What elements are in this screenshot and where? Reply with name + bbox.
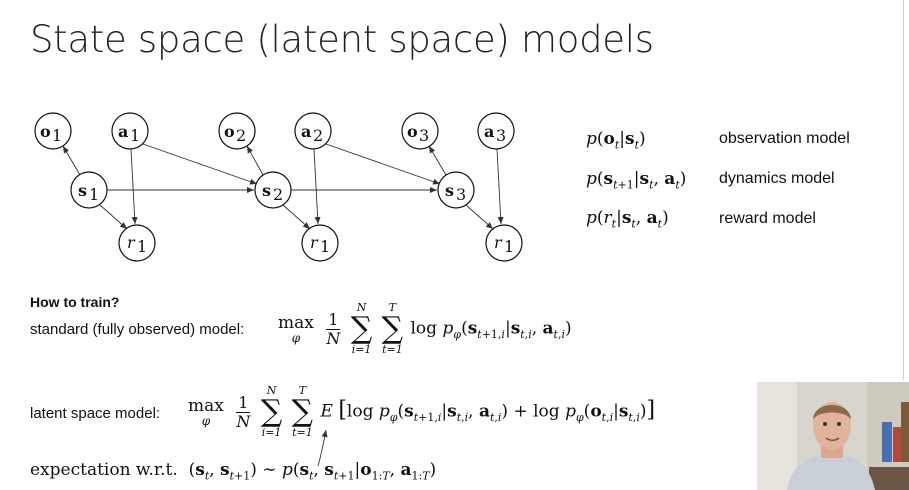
edge-a1-r1	[130, 148, 138, 225]
slide-title: State space (latent space) models	[30, 18, 654, 61]
node-o3: o 3	[401, 112, 439, 150]
node-a2: a 2	[294, 112, 332, 150]
svg-text:s: s	[78, 181, 87, 200]
node-s2: s 2	[254, 171, 292, 209]
node-r3: r 1	[485, 224, 523, 262]
svg-text:1: 1	[130, 126, 140, 145]
svg-text:1: 1	[52, 126, 62, 145]
edge-s2-o2	[246, 145, 264, 176]
svg-text:a: a	[301, 122, 311, 141]
edge-s1-o1	[62, 145, 81, 176]
node-s3: s 3	[437, 171, 475, 209]
dynamics-model-label: dynamics model	[719, 170, 835, 187]
webcam-video	[757, 382, 909, 490]
edge-a2-r2	[313, 148, 321, 225]
standard-model-label: standard (fully observed) model:	[30, 321, 245, 338]
edge-s3-r3	[465, 204, 494, 230]
edge-s2-r2	[282, 204, 311, 230]
reward-model-label: reward model	[719, 210, 816, 227]
expectation-arrow	[317, 429, 328, 467]
observation-model-label: observation model	[719, 130, 850, 147]
edge-a3-r3	[496, 148, 504, 225]
expectation-line: expectation w.r.t. (st, st+1) ∼ p(st, st…	[30, 460, 437, 483]
observation-model-formula: p(ot|st)	[586, 129, 646, 152]
svg-text:1: 1	[89, 185, 99, 204]
dynamics-model-formula: p(st+1|st, at)	[586, 169, 687, 192]
node-a1: a 1	[111, 112, 149, 150]
latent-model-label: latent space model:	[30, 405, 161, 422]
node-r1: r 1	[118, 224, 156, 262]
edge-s3-o3	[428, 145, 447, 176]
edge-s1-r1	[99, 204, 128, 230]
presenter-image	[757, 382, 909, 490]
svg-text:a: a	[484, 122, 494, 141]
svg-text:s: s	[445, 181, 454, 200]
svg-text:3: 3	[496, 126, 506, 145]
svg-text:3: 3	[419, 126, 429, 145]
svg-text:1: 1	[137, 237, 147, 256]
slide-edge-line	[903, 0, 904, 380]
svg-text:r: r	[127, 233, 136, 252]
svg-text:s: s	[262, 181, 271, 200]
svg-text:2: 2	[273, 185, 283, 204]
node-s1: s 1	[70, 171, 108, 209]
node-o2: o 2	[218, 112, 256, 150]
svg-text:o: o	[407, 122, 418, 141]
node-o1: o 1	[34, 112, 72, 150]
node-a3: a 3	[477, 112, 515, 150]
reward-model-formula: p(rt|st, at)	[586, 208, 669, 231]
svg-text:2: 2	[313, 126, 323, 145]
how-to-train-heading: How to train?	[30, 294, 120, 310]
node-r2: r 1	[301, 224, 339, 262]
edge-a1-s2	[142, 143, 258, 185]
svg-text:r: r	[310, 233, 319, 252]
svg-text:o: o	[224, 122, 235, 141]
svg-text:a: a	[118, 122, 128, 141]
svg-text:1: 1	[320, 237, 330, 256]
svg-text:r: r	[494, 233, 503, 252]
svg-text:2: 2	[236, 126, 246, 145]
svg-text:3: 3	[456, 185, 466, 204]
svg-text:o: o	[40, 122, 51, 141]
svg-text:1: 1	[504, 237, 514, 256]
edge-a2-s3	[325, 143, 441, 185]
